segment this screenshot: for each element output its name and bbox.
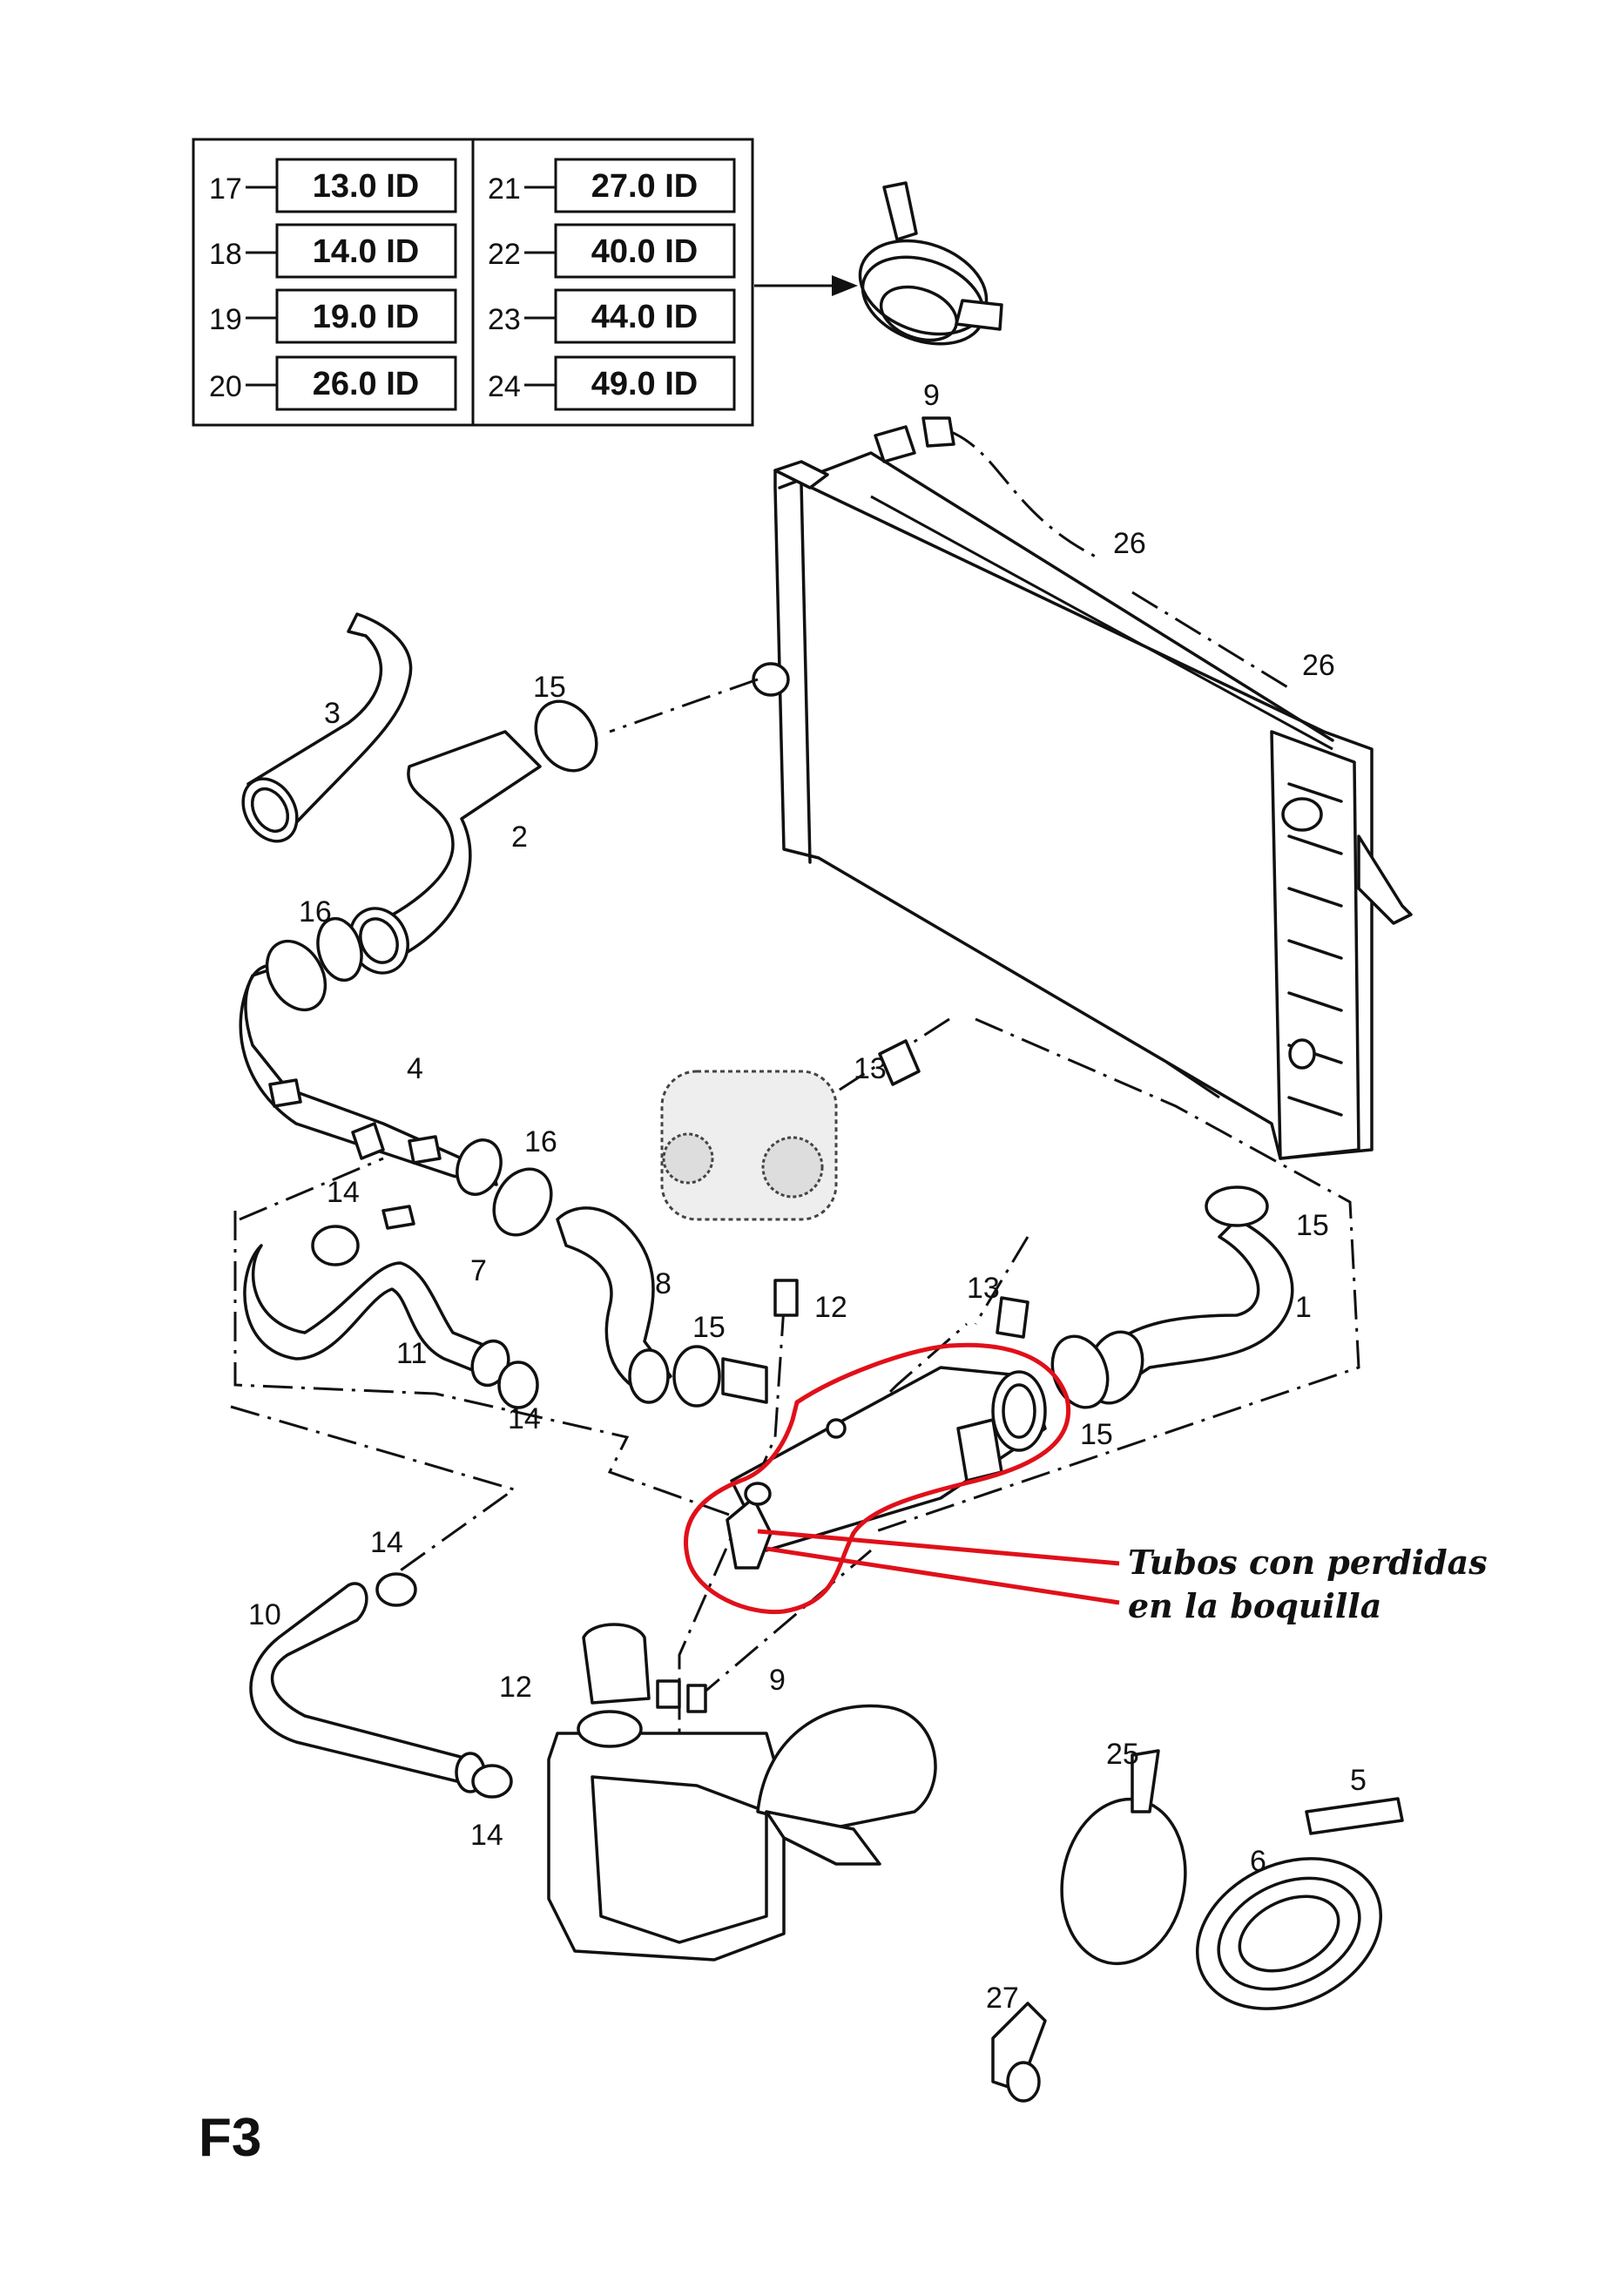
callout-14: 14 — [370, 1526, 403, 1559]
size-num: 19 — [209, 303, 242, 336]
size-num: 18 — [209, 238, 242, 271]
callout-7: 7 — [470, 1254, 487, 1287]
callout-12: 12 — [814, 1291, 847, 1324]
clamp-15-upper — [534, 699, 598, 773]
connector-9-upper — [921, 416, 955, 448]
hose-10 — [249, 1582, 486, 1793]
callout-9: 9 — [769, 1664, 786, 1697]
size-value: 49.0 ID — [591, 366, 699, 402]
clamp-15-middle — [672, 1345, 721, 1408]
hose-8 — [556, 1206, 672, 1404]
clamp-16-lower — [492, 1167, 553, 1237]
clamp-16-upper — [316, 916, 363, 983]
callout-8: 8 — [655, 1267, 672, 1300]
size-num: 22 — [488, 238, 521, 271]
connector-13-upper — [878, 1039, 921, 1086]
callout-26: 26 — [1302, 649, 1335, 682]
callout-13: 13 — [854, 1052, 887, 1085]
thermostat-housing — [726, 1366, 1047, 1570]
size-row-22: 22 40.0 ID — [488, 223, 736, 279]
size-row-24: 24 49.0 ID — [488, 355, 736, 411]
callout-5: 5 — [1350, 1764, 1367, 1797]
clamp-14-a — [311, 1225, 360, 1266]
annotation-line-2: en la boquilla — [1128, 1586, 1381, 1625]
size-value: 26.0 ID — [313, 366, 420, 402]
throttle-body — [660, 1070, 838, 1221]
callout-15: 15 — [1296, 1209, 1329, 1242]
hose-3 — [241, 612, 413, 843]
clip-27 — [991, 2002, 1047, 2103]
annotation-line-1: Tubos con perdidas — [1128, 1543, 1488, 1582]
size-row-19: 19 19.0 ID — [209, 288, 457, 344]
callout-27: 27 — [986, 1982, 1019, 2015]
callout-9: 9 — [923, 379, 940, 412]
callout-16: 16 — [299, 895, 332, 929]
size-num: 21 — [488, 172, 521, 206]
callout-15: 15 — [1080, 1418, 1113, 1451]
size-num: 17 — [209, 172, 242, 206]
callout-14: 14 — [470, 1819, 503, 1852]
size-value: 40.0 ID — [591, 233, 699, 270]
connector-13-lower — [996, 1296, 1029, 1339]
figure-label: F3 — [199, 2108, 261, 2168]
tank-cap — [582, 1623, 651, 1705]
radiator — [752, 425, 1413, 1160]
callout-12: 12 — [499, 1671, 532, 1704]
size-row-18: 18 14.0 ID — [209, 223, 457, 279]
size-row-23: 23 44.0 ID — [488, 288, 736, 344]
callout-4: 4 — [407, 1052, 423, 1085]
size-value: 19.0 ID — [313, 299, 420, 335]
callout-11: 11 — [396, 1337, 427, 1370]
callout-15: 15 — [692, 1311, 726, 1344]
clamp-14-b — [497, 1361, 539, 1409]
bolt-7 — [381, 1205, 415, 1230]
size-row-21: 21 27.0 ID — [488, 158, 736, 213]
callout-25: 25 — [1106, 1738, 1139, 1771]
callout-6: 6 — [1250, 1845, 1266, 1878]
leak-highlight — [684, 1342, 1120, 1615]
size-value: 27.0 ID — [591, 168, 699, 205]
callout-13: 13 — [967, 1272, 1000, 1305]
callout-16: 16 — [524, 1125, 557, 1158]
clamp-14-d — [471, 1764, 513, 1799]
hose-clamp-size-table: 17 13.0 ID 18 14.0 ID 19 19.0 ID 20 26.0… — [192, 138, 754, 427]
short-hose — [721, 1357, 768, 1404]
hose-4 — [239, 939, 503, 1196]
hose-1 — [1085, 1185, 1294, 1405]
strap-25 — [1060, 1749, 1187, 1966]
connector-12-upper — [773, 1279, 799, 1317]
clamp-14-c — [375, 1572, 417, 1607]
table-arrow — [754, 275, 858, 296]
callout-3: 3 — [324, 697, 341, 730]
callout-14: 14 — [327, 1176, 360, 1209]
size-num: 24 — [488, 370, 521, 403]
expansion-tank — [547, 1623, 937, 1962]
callout-labels: 9 26 26 3 15 2 16 4 13 16 14 7 8 12 13 1… — [248, 379, 1367, 2015]
size-row-17: 17 13.0 ID — [209, 158, 457, 213]
size-value: 44.0 ID — [591, 299, 699, 335]
callout-1: 1 — [1295, 1291, 1312, 1324]
clamp-15-right — [1050, 1334, 1110, 1409]
size-value: 14.0 ID — [313, 233, 420, 270]
callout-15: 15 — [533, 671, 566, 704]
callout-2: 2 — [511, 820, 528, 854]
callout-14: 14 — [508, 1402, 541, 1435]
size-num: 20 — [209, 370, 242, 403]
size-row-20: 20 26.0 ID — [209, 355, 457, 411]
part-5 — [1305, 1797, 1404, 1835]
callout-10: 10 — [248, 1598, 281, 1631]
size-value: 13.0 ID — [313, 168, 420, 205]
seal-6 — [1195, 1857, 1383, 2010]
callout-26: 26 — [1113, 527, 1146, 560]
size-num: 23 — [488, 303, 521, 336]
hose-2 — [348, 730, 542, 975]
hose-clamp-illustration — [858, 181, 1003, 346]
